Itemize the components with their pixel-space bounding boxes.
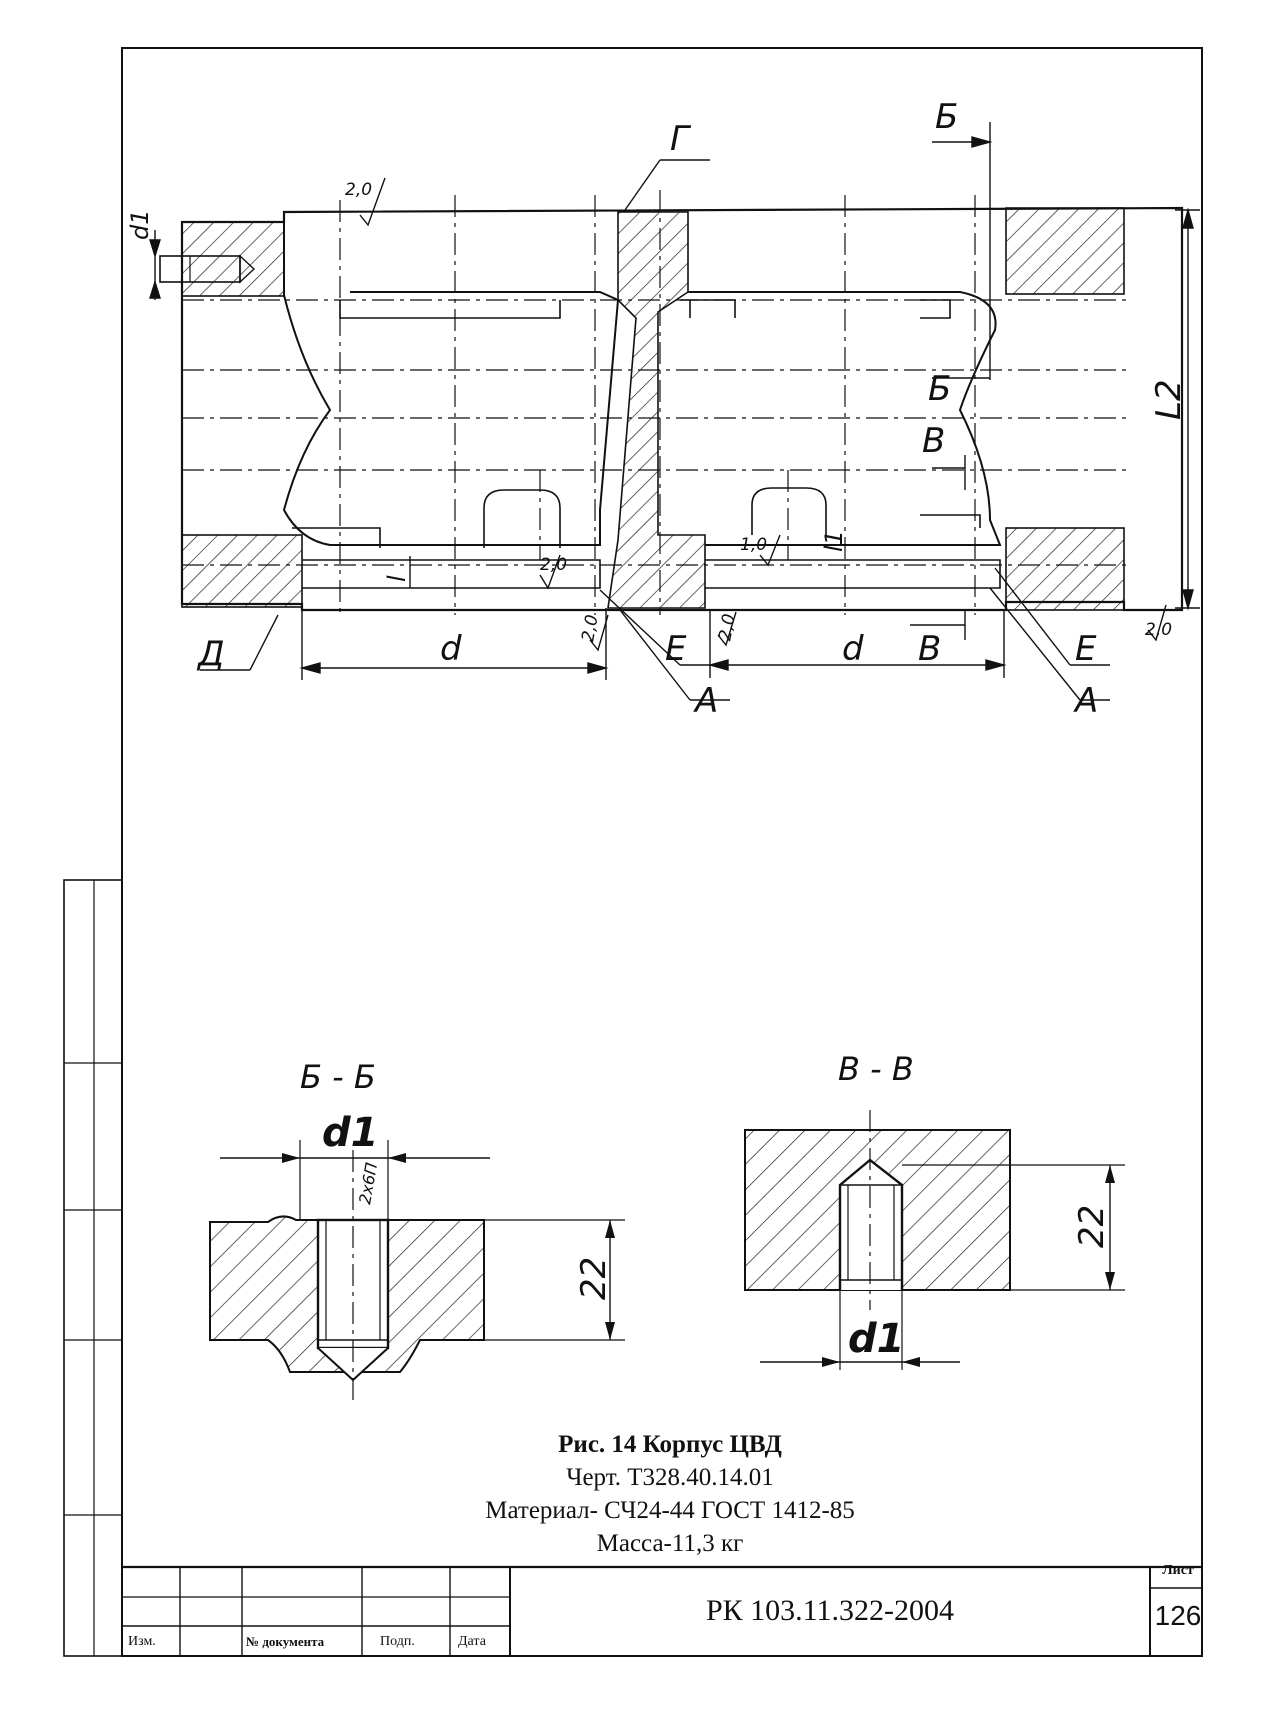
label-b-top: Б [935, 97, 958, 137]
wall-top-right [1005, 207, 1125, 295]
section-vv-title: В - В [838, 1050, 914, 1088]
dimensions-main [149, 122, 1200, 701]
caption-mass: Масса-11,3 кг [596, 1530, 744, 1557]
roughness-low-mid: 2,0 [715, 612, 739, 642]
label-e-mid: Е [665, 629, 687, 669]
title-block-sign: Подп. [380, 1634, 415, 1649]
label-d-dim-right: d [842, 629, 864, 669]
caption-title: Рис. 14 Корпус ЦВД [558, 1431, 782, 1458]
roughness-mid: 2,0 [540, 555, 567, 575]
label-d-dim-left: d [440, 629, 462, 669]
label-a-right: А [1073, 681, 1098, 721]
section-vv [744, 1110, 1125, 1370]
section-vv-d1: d1 [848, 1316, 904, 1362]
section-bb [209, 1140, 625, 1400]
sheet-frame [63, 47, 1203, 1657]
label-l1: l1 [820, 530, 848, 552]
section-bb-title: Б - Б [300, 1058, 376, 1096]
wall-bottom-right [1005, 527, 1125, 611]
section-bb-depth: 22 [574, 1257, 614, 1300]
label-l2: L2 [1149, 379, 1189, 420]
section-vv-depth: 22 [1072, 1205, 1112, 1248]
roughness-marks [359, 177, 1167, 652]
roughness-right: 2,0 [1145, 620, 1172, 640]
sheet-number: 126 [1154, 1600, 1202, 1631]
wall-bottom-left [181, 534, 303, 608]
main-view-labels: Г Б Б В В Д Е Е А А d d [196, 97, 1098, 721]
roughness-mid-right: 1,0 [740, 535, 767, 555]
section-bb-d1: d1 [322, 1110, 378, 1156]
roughness-top: 2,0 [345, 180, 372, 200]
document-number: РК 103.11.322-2004 [705, 1594, 955, 1627]
main-view [159, 206, 1184, 612]
wall-top-left [181, 221, 285, 297]
title-block-date: Дата [458, 1634, 486, 1649]
roughness-values: 2,0 2,0 2,0 2,0 1,0 2,0 [345, 180, 1172, 643]
title-block-doc: № документа [246, 1634, 325, 1649]
label-a-mid: А [693, 681, 718, 721]
label-v-mid: В [922, 421, 945, 461]
label-l: l [383, 575, 411, 582]
figure-caption: Рис. 14 Корпус ЦВД Черт. Т328.40.14.01 М… [400, 1428, 940, 1560]
label-b-mid: Б [928, 369, 951, 409]
label-d-left: Д [196, 634, 225, 674]
caption-drawing-number: Черт. Т328.40.14.01 [566, 1464, 774, 1491]
caption-material: Материал- СЧ24-44 ГОСТ 1412-85 [485, 1497, 855, 1524]
roughness-low-left: 2,0 [578, 613, 602, 643]
section-bb-thread: 2x6П [355, 1161, 381, 1206]
centerlines [182, 190, 1130, 615]
title-block-izm: Изм. [128, 1634, 156, 1649]
title-block [122, 1565, 1202, 1656]
label-d1-main: d1 [126, 209, 154, 240]
main-view-small-labels: d1 l l1 L2 [126, 209, 1189, 582]
partition [607, 211, 706, 609]
label-e-right: Е [1075, 629, 1097, 669]
label-g: Г [670, 119, 692, 159]
sheet-label: Лист [1162, 1563, 1194, 1578]
label-v-bottom: В [918, 629, 941, 669]
